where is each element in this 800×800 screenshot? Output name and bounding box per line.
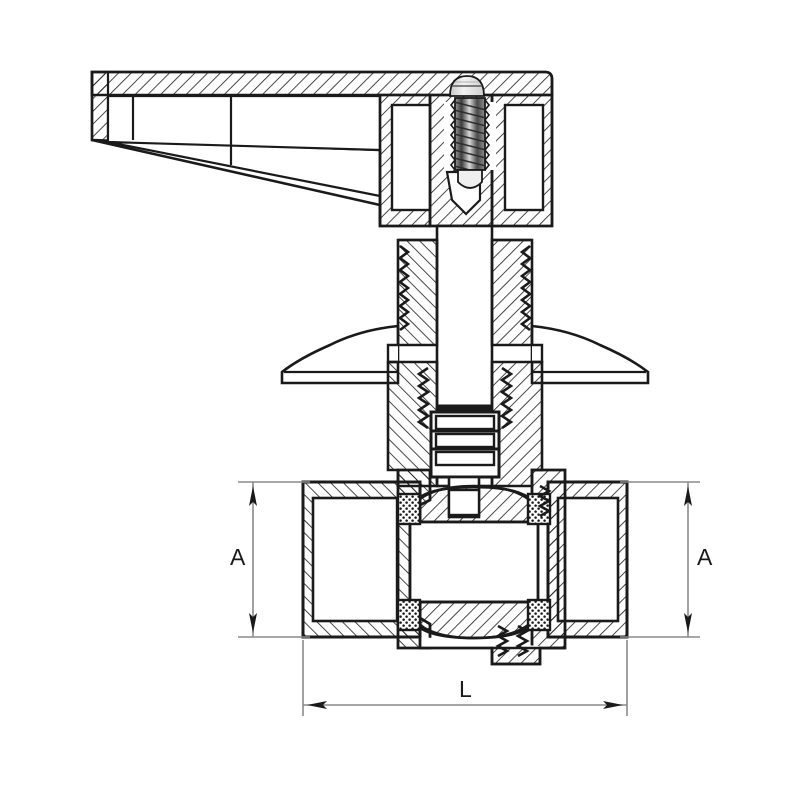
set-screw-thread-profile-left [449,99,457,171]
seat-right-lower [526,598,552,632]
ball-stem-slot [447,488,481,517]
ball-through-bore [408,520,540,604]
bonnet-internal-thread-left [416,366,431,430]
dim-A-left-arrow-top [249,486,257,506]
lever-handle-pocket-left [390,103,432,212]
gland-nut-thread-left [397,244,411,332]
seat-right [526,492,552,526]
packing-gland-nut-group [396,238,534,347]
lever-handle-left-cap-hatch [92,72,108,142]
bonnet-internal-thread-right [499,366,514,430]
dim-A-right-arrow-top [684,486,692,506]
bonnet-housing-group [386,360,544,488]
dimension-label-l: L [459,676,472,702]
dim-A-left-arrow-bottom [249,613,257,633]
body-right-bore [556,496,620,623]
body-insert-thread-upper-right [537,484,552,518]
lever-handle-web-cavity [106,94,382,152]
ball-and-seats-group [396,484,552,658]
body-insert-thread-lower-right-2 [515,624,530,658]
handle-set-screw-group [449,75,491,189]
seat-left-lower [396,598,422,632]
dimension-label-a-right: A [697,544,713,570]
set-screw-point [457,169,483,189]
packing-ring-2 [434,432,496,449]
lever-handle-taper-inner [107,140,381,198]
wing-flange-group [280,324,650,385]
lever-handle-top-rib-hatch [92,72,552,95]
packing-ring-3 [434,450,496,467]
packing-ring-1 [434,414,496,431]
dim-A-right-arrow-bottom [684,613,692,633]
wing-flange-left [280,324,400,385]
lever-handle-group [90,70,554,228]
gland-nut-thread-right [519,244,533,332]
seat-left [396,492,422,526]
lever-handle-pocket-right [503,103,545,212]
lever-handle-top-rib-outline [90,70,554,97]
dim-L-arrow-right [603,701,623,709]
dimension-label-a-left: A [230,544,246,570]
gland-nut-wall-left-hatch [398,240,437,345]
gland-nut-wall-right-hatch [492,240,532,345]
set-screw-thread-profile-right [483,99,491,171]
set-screw-threads [455,101,485,170]
body-insert-thread-lower-right [495,624,510,658]
dim-L-arrow-left [307,701,327,709]
dimension-annotations [238,481,700,716]
wing-flange-right [530,324,650,385]
